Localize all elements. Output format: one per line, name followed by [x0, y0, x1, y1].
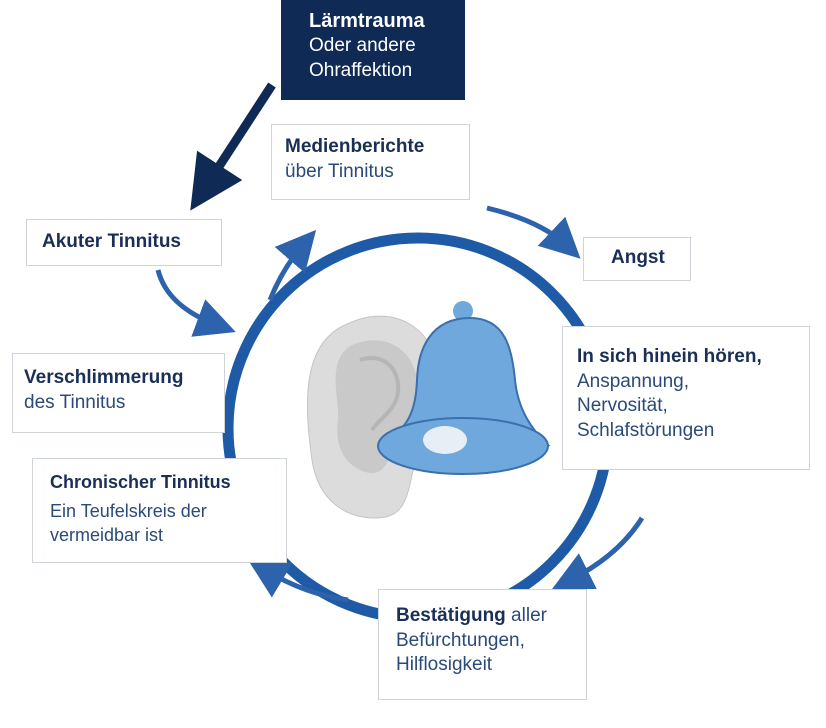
node-verschlimmerung-line1: des Tinnitus [24, 391, 126, 413]
node-hineinhoeren-line1: Anspannung, [577, 370, 689, 392]
node-hineinhoeren-title: In sich hinein hören, [577, 346, 762, 367]
node-bestaetigung-title: Bestätigung [396, 605, 506, 626]
arrow-to-medien [267, 229, 317, 301]
arrow-to-chronisch [247, 559, 349, 603]
node-medienberichte-line1: über Tinnitus [285, 160, 394, 182]
node-chronisch-line2: vermeidbar ist [50, 524, 164, 545]
node-laermtrauma-title: Lärmtrauma [309, 10, 425, 32]
node-bestaetigung-line1: Befürchtungen, [396, 629, 525, 651]
node-laermtrauma: Lärmtrauma Oder andere Ohraffektion [281, 0, 465, 100]
node-bestaetigung-first: Bestätigung aller [396, 604, 578, 629]
node-medienberichte-title: Medienberichte [285, 136, 425, 157]
arrow-to-angst [486, 205, 581, 259]
node-verschlimmerung: Verschlimmerung des Tinnitus [12, 353, 225, 433]
node-bestaetigung: Bestätigung aller Befürchtungen, Hilflos… [378, 589, 587, 700]
node-chronischer-tinnitus: Chronischer Tinnitus Ein Teufelskreis de… [32, 458, 287, 563]
node-chronisch-line1: Ein Teufelskreis der [50, 501, 207, 522]
arrow-trauma-to-akut [190, 82, 276, 211]
node-bestaetigung-title-rest: aller [505, 605, 547, 626]
node-chronisch-title: Chronischer Tinnitus [50, 472, 231, 492]
node-hineinhoeren-line2: Nervosität, [577, 395, 668, 417]
node-akuter-title: Akuter Tinnitus [42, 231, 181, 252]
node-angst-title: Angst [611, 247, 665, 268]
bell-icon [377, 301, 551, 475]
node-medienberichte: Medienberichte über Tinnitus [271, 124, 470, 200]
node-laermtrauma-line1: Oder andere [309, 35, 416, 56]
node-hineinhoeren: In sich hinein hören, Anspannung, Nervos… [562, 326, 810, 470]
node-verschlimmerung-title: Verschlimmerung [24, 367, 184, 388]
node-laermtrauma-line2: Ohraffektion [309, 59, 413, 81]
arrow-to-bestaetigung [552, 516, 645, 589]
node-bestaetigung-line2: Hilflosigkeit [396, 654, 493, 676]
arrow-akut-to-cycle [155, 269, 236, 337]
node-hineinhoeren-line3: Schlafstörungen [577, 420, 715, 442]
node-akuter-tinnitus: Akuter Tinnitus [26, 219, 222, 266]
node-angst: Angst [583, 237, 691, 281]
